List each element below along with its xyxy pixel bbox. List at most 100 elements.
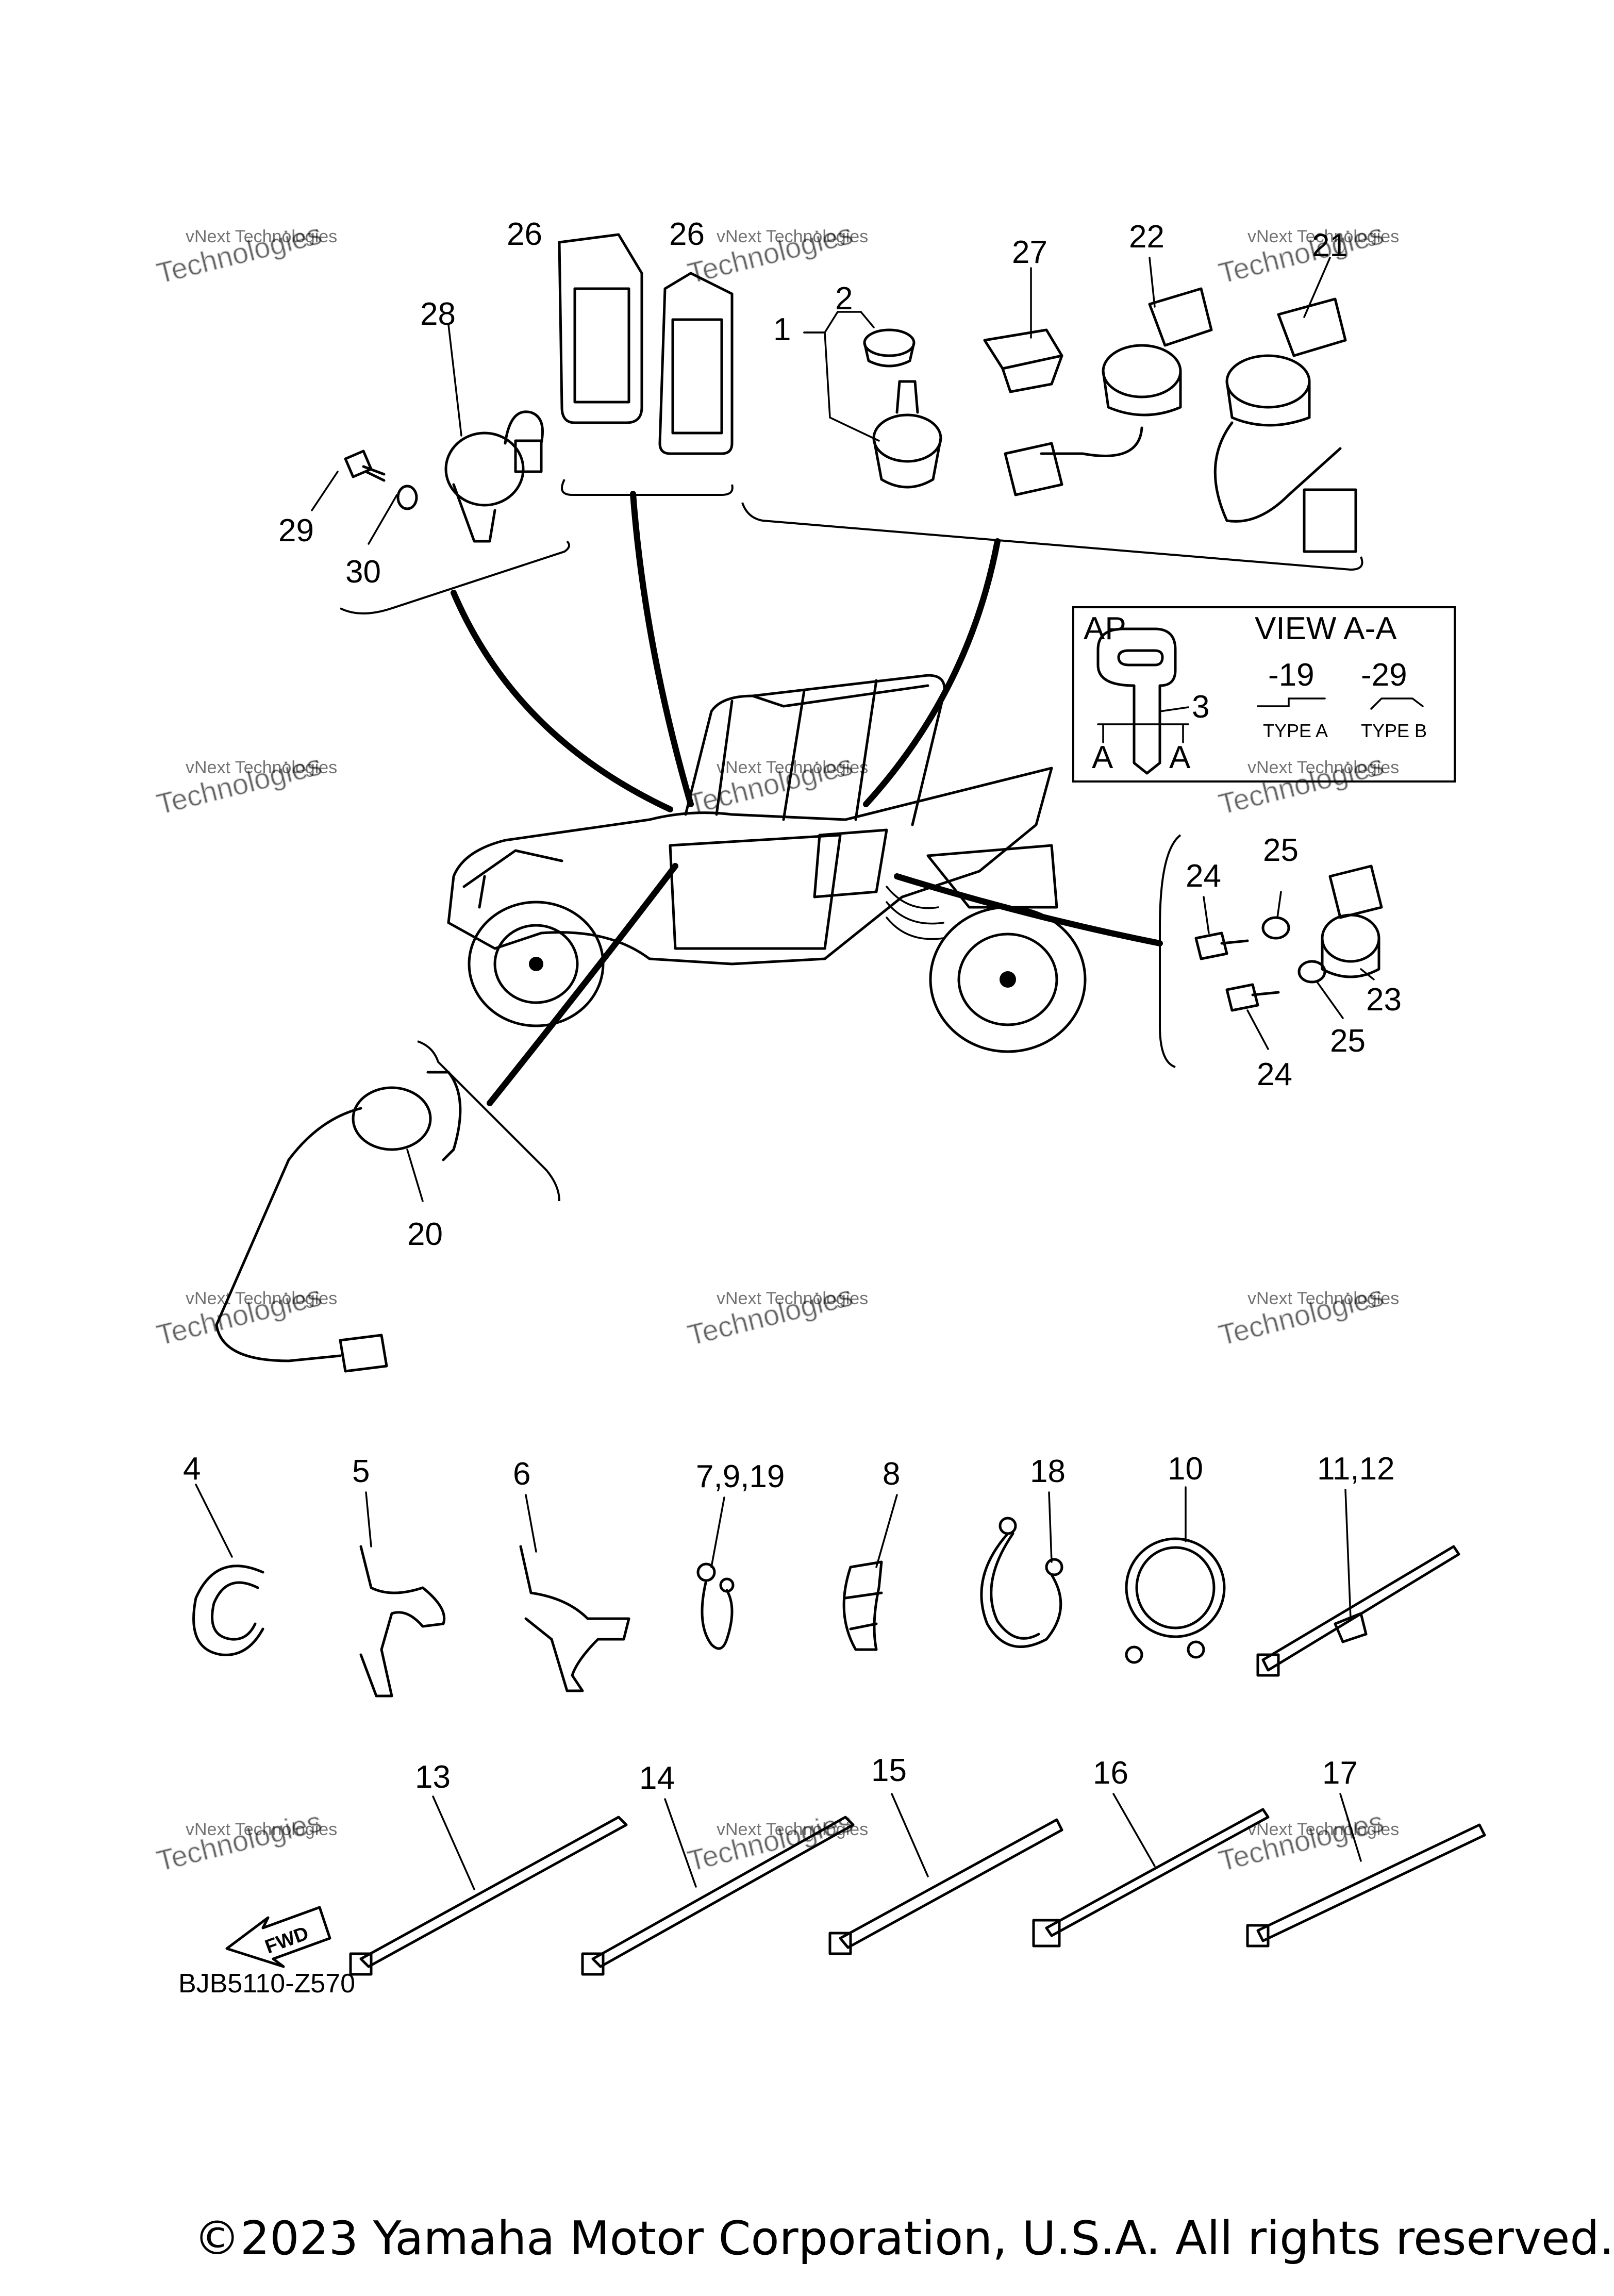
copyright-notice: ©2023 Yamaha Motor Corporation, U.S.A. A… — [194, 2211, 1614, 2266]
callout-16: 16 — [1093, 1755, 1128, 1791]
callout-13: 13 — [415, 1759, 451, 1795]
callout-25-lower: 25 — [1330, 1023, 1366, 1059]
svg-text:vNext Technologies: vNext Technologies — [1247, 1820, 1399, 1839]
clip-6 — [519, 1545, 630, 1692]
section-mark-left: A — [1092, 740, 1113, 775]
bracket-socket — [417, 1040, 560, 1202]
svg-text:vNext Technologies: vNext Technologies — [1247, 1289, 1399, 1308]
type-b-code: -29 — [1361, 657, 1407, 693]
type-b-label: TYPE B — [1361, 720, 1427, 741]
section-line — [1097, 723, 1189, 743]
watermark: Technologies vNext Technologies — [153, 217, 337, 290]
harness-line — [863, 538, 1001, 807]
svg-text:vNext Technologies: vNext Technologies — [186, 758, 337, 777]
callouts: 1 2 26 26 27 22 21 28 29 30 24 25 23 25 … — [183, 217, 1402, 1796]
type-a-code: -19 — [1268, 657, 1315, 693]
svg-text:vNext Technologies: vNext Technologies — [186, 227, 337, 246]
clip-7-9-19 — [696, 1562, 735, 1650]
detail-border — [1072, 606, 1456, 783]
callout-21: 21 — [1312, 228, 1347, 263]
callout-26-left: 26 — [507, 217, 542, 252]
svg-text:vNext Technologies: vNext Technologies — [717, 1289, 868, 1308]
callout-5: 5 — [352, 1454, 370, 1489]
callout-10: 10 — [1168, 1451, 1203, 1487]
callout-1: 1 — [773, 312, 791, 347]
svg-text:Technologies: Technologies — [1216, 1805, 1387, 1877]
rear-wheel — [929, 906, 1087, 1053]
key-detail-box: AP VIEW A-A A A 3 -19 -29 TYPE A TYPE B — [1072, 606, 1456, 783]
switch-21 — [1213, 297, 1357, 553]
type-b-profile — [1370, 697, 1424, 710]
callout-28: 28 — [420, 296, 456, 332]
tie-16 — [1032, 1808, 1270, 1948]
callout-20: 20 — [407, 1217, 443, 1252]
sensor-28 — [444, 410, 544, 543]
svg-text:vNext Technologies: vNext Technologies — [1247, 227, 1399, 246]
harness-line — [451, 590, 673, 812]
callout-3: 3 — [1192, 689, 1209, 725]
tie-13 — [349, 1816, 628, 1976]
bolt-24-lower — [1225, 983, 1280, 1012]
type-a-label: TYPE A — [1263, 720, 1328, 741]
band-18 — [980, 1517, 1063, 1648]
callout-8: 8 — [883, 1456, 900, 1492]
svg-text:vNext Technologies: vNext Technologies — [717, 227, 868, 246]
bracket-right — [741, 502, 1363, 571]
vehicle-illustration — [447, 674, 1087, 1053]
bolt-24-upper — [1194, 931, 1249, 960]
watermark: Technologies vNext Technologies — [153, 1279, 337, 1352]
tie-11-12 — [1256, 1545, 1460, 1677]
type-a-profile — [1257, 697, 1326, 707]
clip-4 — [192, 1565, 264, 1656]
callout-25-upper: 25 — [1263, 833, 1299, 868]
tie-17 — [1246, 1823, 1486, 1948]
harness-lines — [451, 491, 1163, 1106]
callout-23: 23 — [1366, 982, 1402, 1018]
bracket-middle — [561, 479, 734, 496]
leader-lines — [195, 257, 1375, 1890]
svg-text:vNext Technologies: vNext Technologies — [186, 1820, 337, 1839]
bracket-switch — [1159, 834, 1182, 1068]
washer-25-lower — [1297, 960, 1326, 984]
callout-27: 27 — [1012, 235, 1047, 270]
watermark: Technologies vNext Technologies — [684, 1279, 868, 1352]
fwd-arrow: FWD — [225, 1906, 331, 1968]
callout-24-upper: 24 — [1186, 858, 1221, 894]
view-label: VIEW A-A — [1255, 611, 1397, 646]
clip-8 — [842, 1560, 883, 1651]
tie-14 — [581, 1816, 855, 1976]
bracket-left — [340, 540, 570, 614]
watermark: Technologies vNext Technologies — [684, 1805, 868, 1878]
front-wheel — [468, 901, 605, 1027]
callout-14: 14 — [639, 1760, 675, 1796]
section-mark-right: A — [1169, 740, 1191, 775]
cover-26-left — [558, 233, 643, 424]
cap-2 — [863, 328, 916, 368]
watermark: Technologies vNext Technologies — [1215, 217, 1399, 290]
leader-3 — [1159, 706, 1189, 712]
watermark: Technologies vNext Technologies — [153, 1805, 337, 1878]
socket-20 — [215, 1071, 462, 1373]
group-brackets — [340, 479, 1363, 1202]
callout-29: 29 — [278, 513, 314, 548]
key-icon — [1096, 627, 1177, 775]
callout-17: 17 — [1322, 1755, 1358, 1791]
harness-line — [630, 491, 694, 807]
callout-2: 2 — [835, 281, 853, 317]
watermark: Technologies vNext Technologies — [684, 217, 868, 290]
svg-text:Technologies: Technologies — [685, 1805, 856, 1877]
callout-7-9-19: 7,9,19 — [696, 1459, 785, 1494]
washer-30 — [396, 485, 418, 510]
tie-15 — [828, 1818, 1063, 1955]
callout-4: 4 — [183, 1451, 201, 1487]
clip-5 — [359, 1545, 446, 1698]
callout-18: 18 — [1030, 1454, 1066, 1489]
washer-25-upper — [1261, 916, 1290, 940]
callout-11-12: 11,12 — [1317, 1451, 1395, 1487]
callout-26-right: 26 — [669, 217, 705, 252]
diagram-code: BJB5110-Z570 — [178, 1969, 356, 1999]
switch-23 — [1321, 864, 1383, 978]
svg-text:Technologies: Technologies — [154, 1805, 325, 1877]
watermark: Technologies vNext Technologies — [153, 748, 337, 821]
